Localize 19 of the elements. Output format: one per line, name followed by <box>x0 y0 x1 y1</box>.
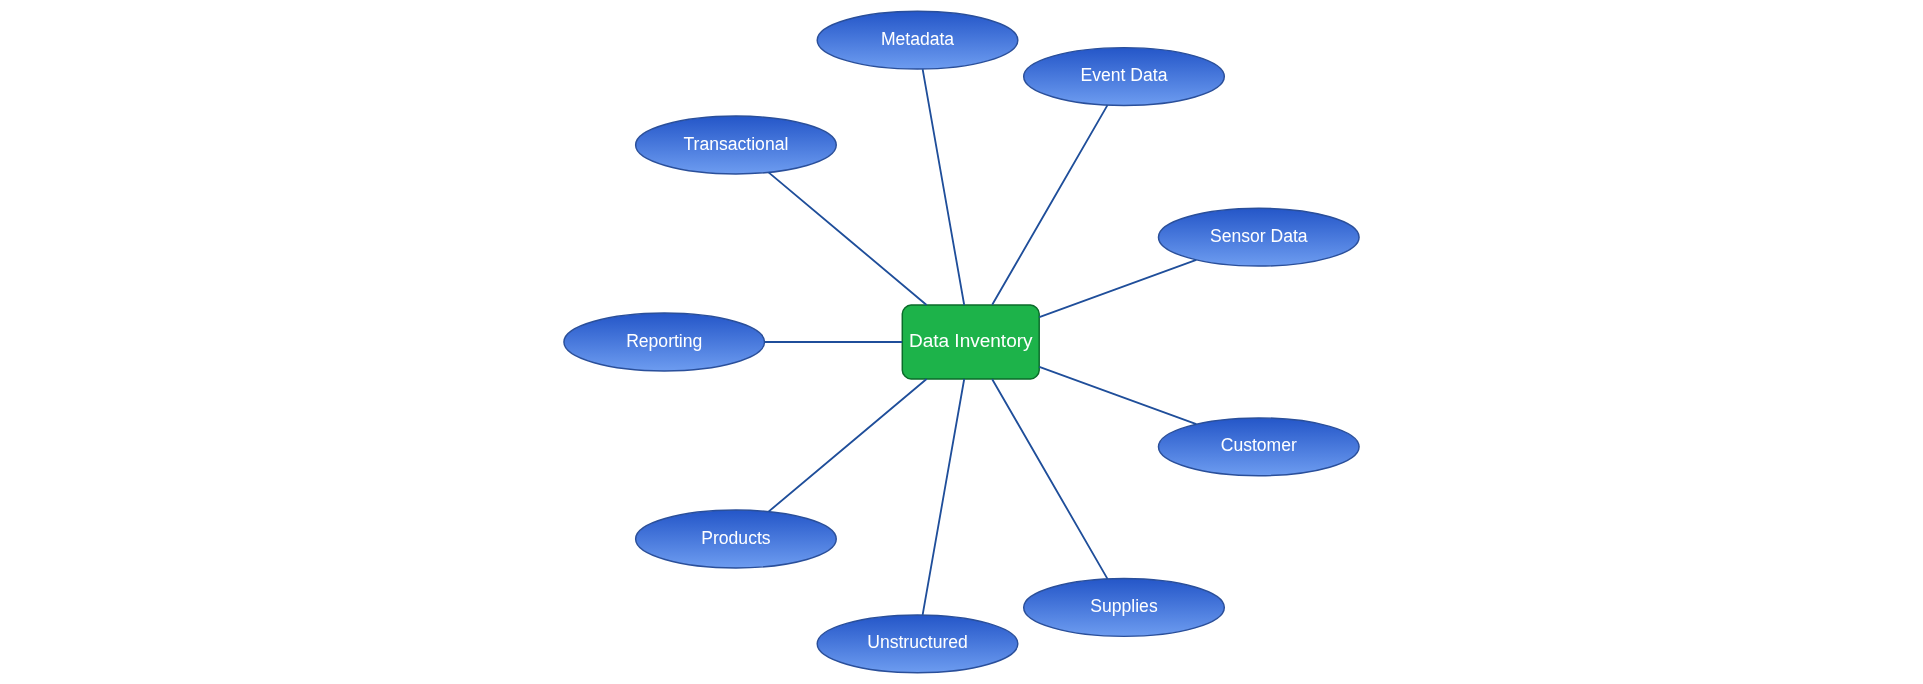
node-ellipse: Metadata <box>816 10 1019 70</box>
node-ellipse: Sensor Data <box>1157 207 1360 267</box>
connector <box>767 378 928 513</box>
node-ellipse: Customer <box>1157 417 1360 477</box>
node-ellipse: Supplies <box>1022 577 1226 638</box>
node-ellipse: Products <box>634 509 837 569</box>
connector <box>991 104 1109 306</box>
node-ellipse: Transactional <box>634 115 837 175</box>
connector <box>991 378 1109 580</box>
connector <box>767 171 928 306</box>
connector <box>921 68 966 306</box>
connector <box>763 341 904 343</box>
connector <box>1038 259 1198 318</box>
node-ellipse: Reporting <box>563 312 766 372</box>
node-ellipse: Unstructured <box>816 614 1019 674</box>
connector <box>921 378 966 616</box>
connector <box>1038 366 1198 426</box>
node-box: Data Inventory <box>901 304 1040 380</box>
node-ellipse: Event Data <box>1022 46 1226 107</box>
